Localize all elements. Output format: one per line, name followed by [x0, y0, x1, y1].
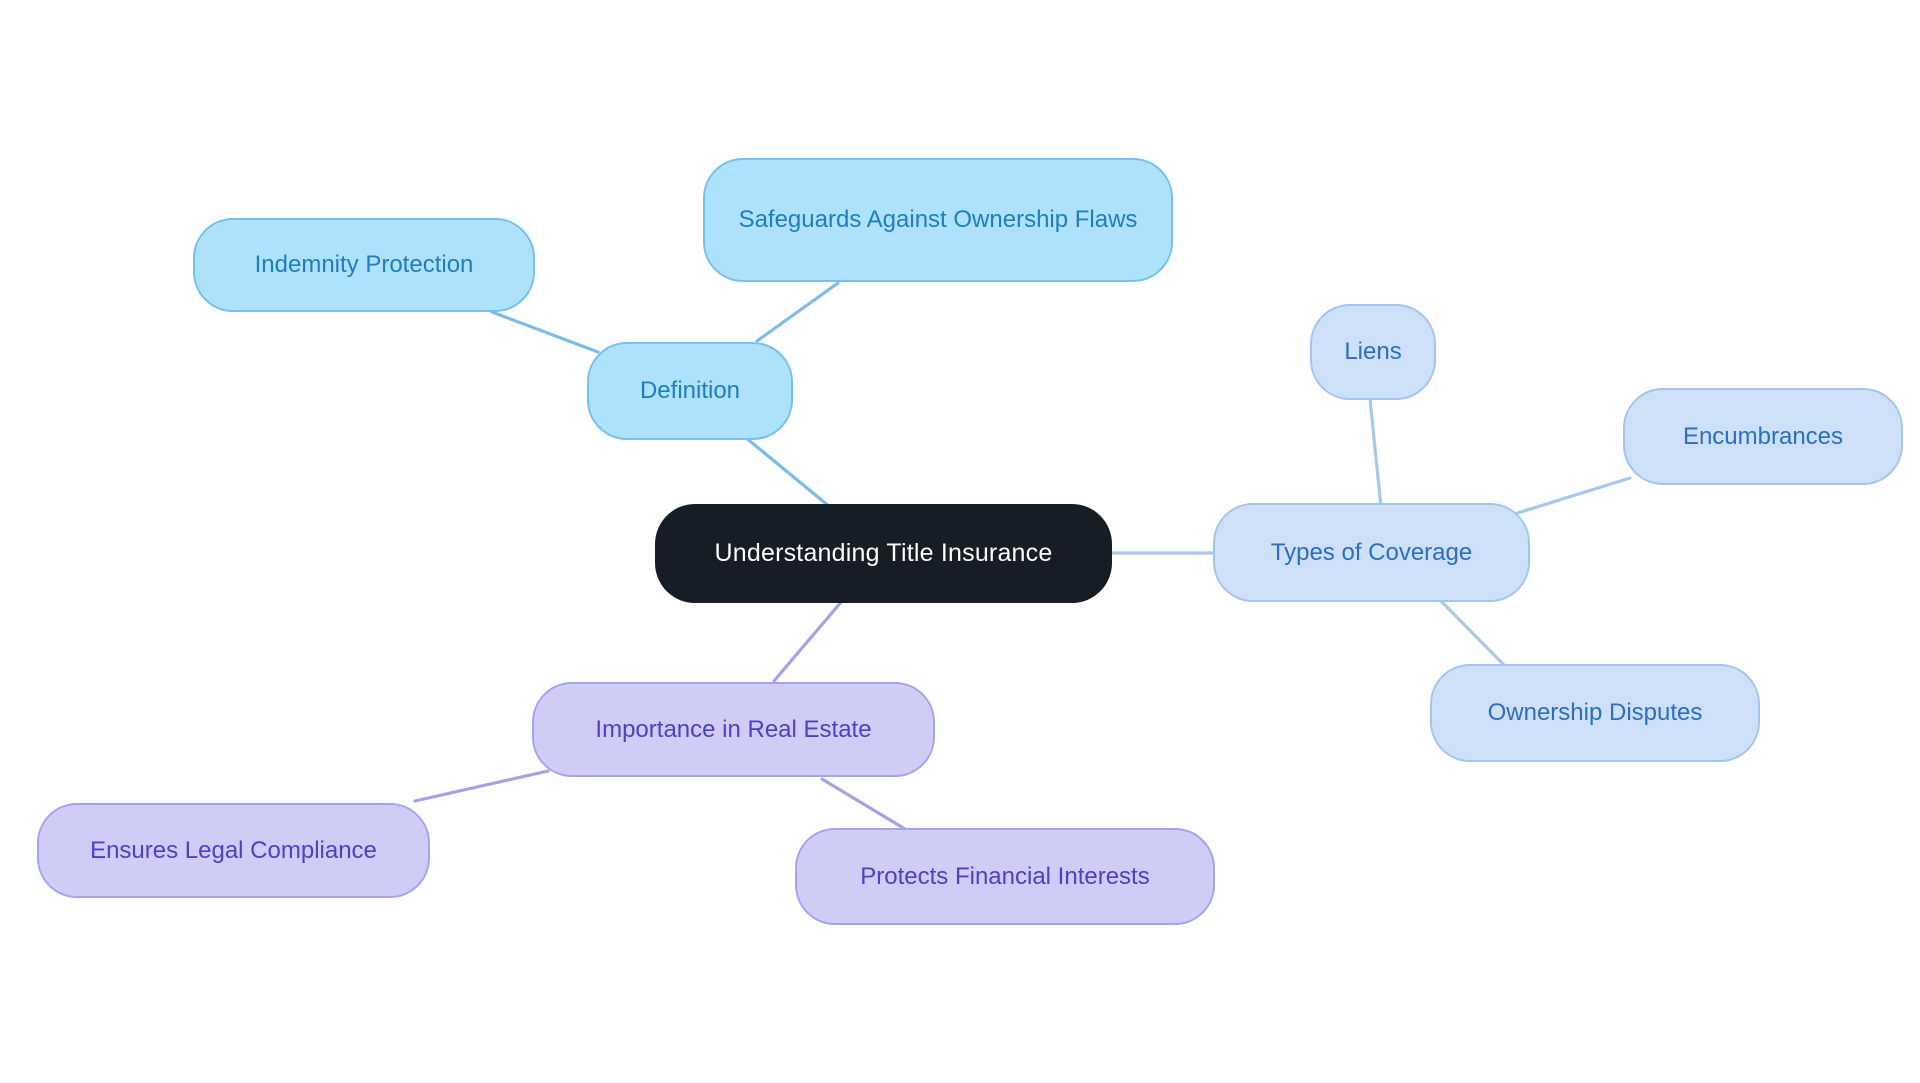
- node-encumbrances-label: Encumbrances: [1682, 422, 1844, 450]
- node-root[interactable]: Understanding Title Insurance: [655, 504, 1112, 603]
- node-ensures-legal-compliance-label: Ensures Legal Compliance: [90, 836, 377, 864]
- node-indemnity-protection[interactable]: Indemnity Protection: [193, 218, 535, 312]
- node-liens[interactable]: Liens: [1310, 304, 1436, 400]
- node-importance-in-real-estate[interactable]: Importance in Real Estate: [532, 682, 935, 777]
- edge-definition-indemnity-protection: [490, 310, 600, 354]
- node-ownership-disputes-label: Ownership Disputes: [1487, 699, 1703, 726]
- edge-definition-safeguards: [755, 281, 840, 343]
- node-ensures-legal-compliance[interactable]: Ensures Legal Compliance: [37, 803, 430, 898]
- node-liens-label: Liens: [1344, 338, 1402, 365]
- edge-importance-ensures-legal-compliance: [413, 769, 550, 803]
- node-types-of-coverage-label: Types of Coverage: [1270, 538, 1473, 566]
- node-types-of-coverage[interactable]: Types of Coverage: [1213, 503, 1530, 602]
- node-safeguards-against-ownership-flaws[interactable]: Safeguards Against Ownership Flaws: [703, 158, 1173, 282]
- node-protects-financial-interests[interactable]: Protects Financial Interests: [795, 828, 1215, 925]
- node-encumbrances[interactable]: Encumbrances: [1623, 388, 1903, 485]
- node-safeguards-label: Safeguards Against Ownership Flaws: [738, 206, 1138, 233]
- node-importance-label: Importance in Real Estate: [595, 715, 872, 743]
- node-definition[interactable]: Definition: [587, 342, 793, 440]
- node-definition-label: Definition: [639, 377, 741, 404]
- edge-importance-protects-financial-interests: [820, 777, 907, 831]
- edge-types-encumbrances: [1506, 476, 1632, 518]
- node-indemnity-protection-label: Indemnity Protection: [254, 251, 474, 278]
- edge-root-definition: [743, 435, 832, 509]
- node-root-label: Understanding Title Insurance: [714, 538, 1053, 567]
- node-ownership-disputes[interactable]: Ownership Disputes: [1430, 664, 1760, 762]
- edge-types-ownership-disputes: [1436, 596, 1508, 669]
- edge-root-importance: [772, 599, 844, 683]
- node-protects-financial-interests-label: Protects Financial Interests: [860, 862, 1150, 890]
- edge-types-liens: [1368, 397, 1383, 509]
